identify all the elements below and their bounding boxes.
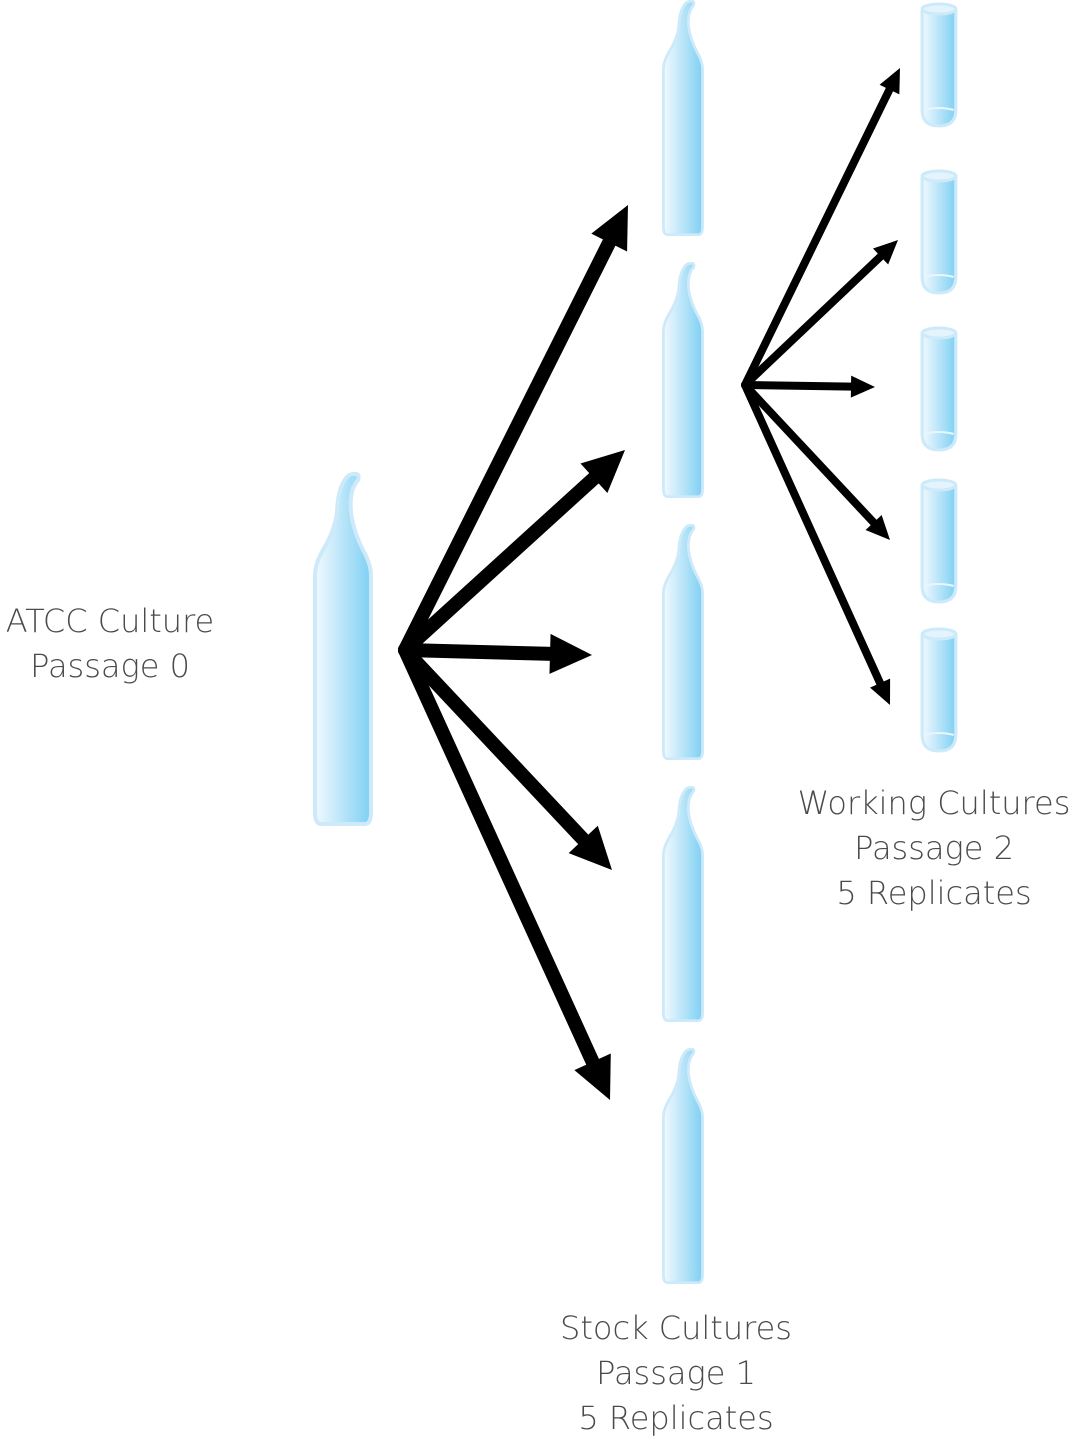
stock-culture-bottle-2 bbox=[662, 262, 704, 498]
stock-culture-bottle-1 bbox=[662, 0, 704, 236]
stock-culture-bottle-3 bbox=[662, 524, 704, 760]
stock-arrow-1 bbox=[398, 205, 628, 657]
working-culture-tube-4 bbox=[920, 478, 958, 604]
stock-culture-bottle-5 bbox=[662, 1048, 704, 1284]
working-culture-tube-3 bbox=[920, 326, 958, 452]
working-arrow-4 bbox=[741, 381, 890, 540]
working-culture-tube-1 bbox=[920, 2, 958, 128]
working-arrow-5 bbox=[741, 381, 891, 705]
stock-label-line2: Passage 1 bbox=[596, 1354, 756, 1392]
atcc-culture-label: ATCC Culture Passage 0 bbox=[0, 599, 220, 689]
working-arrow-3 bbox=[741, 375, 875, 398]
stock-label-line3: 5 Replicates bbox=[578, 1399, 774, 1437]
atcc-label-line1: ATCC Culture bbox=[5, 602, 215, 640]
stock-arrow-2 bbox=[398, 450, 625, 657]
working-label-line2: Passage 2 bbox=[854, 829, 1014, 867]
atcc-culture-bottle bbox=[313, 472, 373, 826]
atcc-label-line2: Passage 0 bbox=[30, 647, 190, 685]
stock-cultures-label: Stock Cultures Passage 1 5 Replicates bbox=[546, 1306, 806, 1441]
stock-arrow-4 bbox=[398, 643, 612, 870]
working-label-line3: 5 Replicates bbox=[836, 874, 1032, 912]
working-cultures-label: Working Cultures Passage 2 5 Replicates bbox=[786, 781, 1079, 916]
stock-culture-bottle-4 bbox=[662, 786, 704, 1022]
working-culture-tube-2 bbox=[920, 169, 958, 295]
working-arrow-1 bbox=[741, 68, 900, 389]
stock-arrow-5 bbox=[398, 643, 611, 1100]
working-culture-tube-5 bbox=[920, 627, 958, 753]
stock-label-line1: Stock Cultures bbox=[560, 1309, 792, 1347]
working-label-line1: Working Cultures bbox=[797, 784, 1071, 822]
working-arrow-2 bbox=[741, 240, 898, 389]
stock-arrow-3 bbox=[398, 633, 592, 674]
